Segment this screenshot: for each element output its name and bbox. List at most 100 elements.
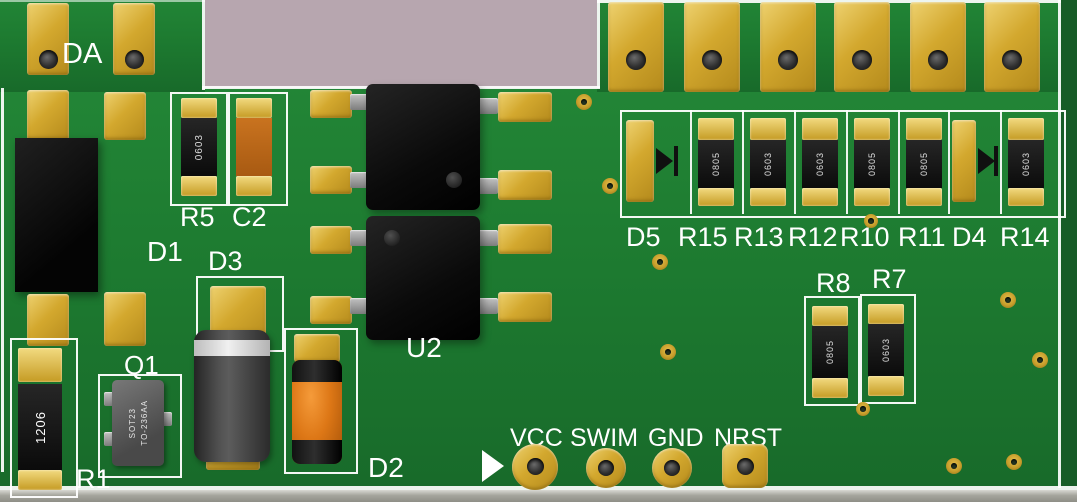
connector-pad bbox=[984, 2, 1040, 92]
q1-lead bbox=[162, 412, 172, 426]
resistor-r13-body: 0603 bbox=[750, 140, 786, 188]
capacitor-c2-cap bbox=[236, 176, 272, 196]
q1-lead bbox=[104, 392, 114, 406]
q1-marking-line2: TO-236AA bbox=[139, 400, 149, 446]
u2-lead bbox=[478, 178, 498, 194]
via bbox=[946, 458, 962, 474]
silk-outline-resistor-row bbox=[620, 110, 1066, 218]
resistor-r8-cap bbox=[812, 306, 848, 326]
via bbox=[602, 178, 618, 194]
resistor-r15-cap bbox=[698, 188, 734, 206]
ic-pin1-dot bbox=[384, 230, 400, 246]
board-edge-left bbox=[1, 88, 4, 472]
via bbox=[856, 402, 870, 416]
resistor-r13-marking: 0603 bbox=[763, 151, 773, 177]
drill-hole bbox=[664, 460, 680, 476]
board-edge-right bbox=[1058, 0, 1061, 488]
diode-d5-cathode-bar bbox=[674, 146, 678, 176]
diode-d3-body bbox=[194, 330, 270, 462]
drill-hole bbox=[39, 50, 58, 69]
resistor-r1-body: 1206 bbox=[18, 384, 62, 470]
pad-u2 bbox=[498, 170, 552, 200]
resistor-r8-marking: 0805 bbox=[825, 339, 835, 365]
resistor-r11-cap bbox=[906, 118, 942, 140]
connector-pad bbox=[760, 2, 816, 92]
silk-label-r5: R5 bbox=[180, 202, 215, 232]
silk-label-r14: R14 bbox=[1000, 222, 1050, 252]
q1-marking-line1: SOT23 bbox=[127, 407, 137, 439]
silk-label-r7: R7 bbox=[872, 264, 907, 294]
resistor-r14-body: 0603 bbox=[1008, 140, 1044, 188]
resistor-r8-body: 0805 bbox=[812, 326, 848, 378]
u2-lead bbox=[478, 98, 498, 114]
diode-d4-cathode-bar bbox=[994, 146, 998, 176]
connector-pad bbox=[684, 2, 740, 92]
resistor-r1-marking: 1206 bbox=[32, 410, 48, 444]
silk-label-d5: D5 bbox=[626, 222, 661, 252]
resistor-r5-body: 0603 bbox=[181, 118, 217, 176]
pad-d1-bottom-right bbox=[104, 292, 146, 346]
pad-u2 bbox=[498, 92, 552, 122]
silk-label-r12: R12 bbox=[788, 222, 838, 252]
resistor-r7-cap bbox=[868, 304, 904, 324]
diode-d2-body bbox=[292, 360, 342, 464]
silk-label-q1: Q1 bbox=[124, 350, 159, 380]
diode-d3-cathode-stripe bbox=[194, 340, 270, 356]
via bbox=[1032, 352, 1048, 368]
u2-lead bbox=[478, 230, 498, 246]
resistor-r14-cap bbox=[1008, 188, 1044, 206]
silk-label-r15: R15 bbox=[678, 222, 728, 252]
resistor-r15-body: 0805 bbox=[698, 140, 734, 188]
silk-label-swim: SWIM bbox=[570, 424, 639, 452]
resistor-r1-cap bbox=[18, 348, 62, 382]
drill-hole bbox=[598, 460, 614, 476]
resistor-r7-marking: 0603 bbox=[881, 337, 891, 363]
u2-lead bbox=[478, 298, 498, 314]
silk-label-d2: D2 bbox=[368, 452, 404, 483]
resistor-r10-cap bbox=[854, 118, 890, 140]
board-substrate-edge bbox=[0, 490, 1077, 502]
resistor-r1-cap bbox=[18, 470, 62, 490]
ic-u2-lower bbox=[366, 216, 480, 340]
q1-lead bbox=[104, 432, 114, 446]
pad-d5 bbox=[626, 120, 654, 202]
diode-d2-band-top bbox=[292, 360, 342, 382]
u2-lead bbox=[350, 298, 370, 314]
resistor-r5-marking: 0603 bbox=[193, 133, 205, 161]
silk-label-d4: D4 bbox=[952, 222, 987, 252]
resistor-r14-cap bbox=[1008, 118, 1044, 140]
pad-u2 bbox=[498, 224, 552, 254]
silk-label-d3: D3 bbox=[208, 246, 243, 276]
resistor-r7-body: 0603 bbox=[868, 324, 904, 376]
silk-outline-q1 bbox=[98, 374, 182, 478]
diode-d4-arrow bbox=[978, 148, 995, 174]
silk-label-c2: C2 bbox=[232, 202, 267, 232]
pcb-board-main bbox=[0, 88, 1077, 492]
silk-divider bbox=[742, 110, 744, 214]
resistor-r12-body: 0603 bbox=[802, 140, 838, 188]
silk-divider bbox=[948, 110, 950, 214]
silk-label-gnd: GND bbox=[648, 424, 704, 452]
pad-u2 bbox=[498, 292, 552, 322]
pad-d1-top-right bbox=[104, 92, 146, 140]
resistor-r10-cap bbox=[854, 188, 890, 206]
silk-outline-c2 bbox=[228, 92, 288, 206]
diode-d2-band-bottom bbox=[292, 440, 342, 464]
board-edge-notch-right bbox=[597, 0, 600, 88]
resistor-r12-cap bbox=[802, 118, 838, 140]
silk-outline-r5 bbox=[170, 92, 228, 206]
board-right-shadow-strip bbox=[1061, 0, 1077, 490]
silk-divider bbox=[690, 110, 692, 214]
pin1-marker-triangle bbox=[482, 450, 504, 482]
connector-pad bbox=[608, 2, 664, 92]
drill-hole bbox=[1002, 50, 1022, 70]
resistor-r7-cap bbox=[868, 376, 904, 396]
pad-u2 bbox=[310, 166, 352, 194]
pad-d1-bottom-left bbox=[27, 294, 69, 346]
drill-hole bbox=[852, 50, 872, 70]
board-edge-notch-left bbox=[202, 0, 205, 90]
silk-outline-r1 bbox=[10, 338, 78, 498]
resistor-r13-cap bbox=[750, 118, 786, 140]
board-edge-top-right bbox=[597, 0, 1063, 3]
